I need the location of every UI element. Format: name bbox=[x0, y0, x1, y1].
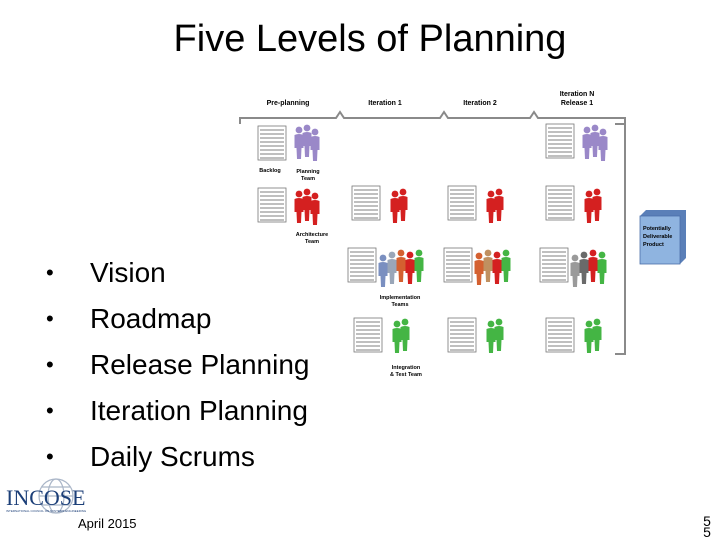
bullet-item: •Roadmap bbox=[46, 303, 212, 334]
bullet-text: Iteration Planning bbox=[90, 395, 308, 426]
column-iteration-n: Iteration N bbox=[560, 91, 595, 98]
implementation-teams-1-icon bbox=[378, 249, 424, 287]
planning-levels-diagram: Pre-planning Iteration 1 Iteration 2 Ite… bbox=[239, 91, 686, 378]
integration-team-2-icon bbox=[486, 318, 504, 353]
label-architecture-team-2: Team bbox=[305, 239, 319, 245]
timeline-bracket bbox=[239, 110, 626, 124]
column-iteration-2: Iteration 2 bbox=[463, 100, 497, 107]
backlog-stack-n-icon bbox=[545, 123, 575, 159]
integration-stack-2-icon bbox=[447, 317, 477, 353]
bullet-text: Release Planning bbox=[90, 349, 310, 380]
integration-stack-n-icon bbox=[545, 317, 575, 353]
bullet-text: Roadmap bbox=[90, 303, 212, 334]
incose-logo: INCOSE INTERNATIONAL COUNCIL ON SYSTEMS … bbox=[6, 478, 87, 514]
column-iteration-1: Iteration 1 bbox=[368, 100, 402, 107]
product-label-3: Product bbox=[643, 242, 664, 248]
implementation-stack-n-icon bbox=[539, 247, 569, 283]
logo-subtext: INTERNATIONAL COUNCIL ON SYSTEMS ENGINEE… bbox=[6, 509, 87, 513]
implementation-stack-1-icon bbox=[347, 247, 377, 283]
slide-title: Five Levels of Planning bbox=[173, 18, 567, 60]
bullet-item: •Iteration Planning bbox=[46, 395, 308, 426]
page-number-top: 5 bbox=[703, 513, 711, 529]
architecture-stack-2-icon bbox=[447, 185, 477, 221]
product-label-1: Potentially bbox=[643, 226, 672, 232]
bullet-item: •Vision bbox=[46, 257, 166, 288]
implementation-teams-n-icon bbox=[570, 249, 607, 287]
deliverable-product-box bbox=[639, 210, 686, 265]
label-integration-team-1: Integration bbox=[392, 365, 421, 371]
architecture-stack-icon bbox=[257, 187, 287, 223]
planning-levels-list: •Vision •Roadmap •Release Planning •Iter… bbox=[46, 250, 310, 480]
page-number-bottom: 5 bbox=[703, 524, 711, 540]
label-backlog: Backlog bbox=[259, 168, 280, 174]
label-planning-team-2: Team bbox=[301, 176, 315, 182]
architecture-team-1-icon bbox=[390, 188, 408, 223]
bullet-item: •Release Planning bbox=[46, 349, 310, 380]
planning-team-n-icon bbox=[582, 124, 608, 161]
label-implementation-teams-1: Implementation bbox=[380, 295, 421, 301]
architecture-team-icon bbox=[294, 188, 320, 225]
label-architecture-team-1: Architecture bbox=[296, 232, 328, 238]
implementation-stack-2-icon bbox=[443, 247, 473, 283]
label-planning-team-1: Planning bbox=[296, 169, 319, 175]
column-release-1: Release 1 bbox=[561, 100, 593, 107]
architecture-team-2-icon bbox=[486, 188, 504, 223]
logo-text: INCOSE bbox=[6, 485, 85, 510]
bullet-text: Daily Scrums bbox=[90, 441, 255, 472]
integration-team-n-icon bbox=[584, 318, 602, 353]
backlog-stack-icon bbox=[257, 125, 287, 161]
architecture-stack-1-icon bbox=[351, 185, 381, 221]
globe-icon bbox=[38, 478, 74, 514]
release-bracket bbox=[615, 123, 626, 355]
bullet-text: Vision bbox=[90, 257, 166, 288]
implementation-teams-2-icon bbox=[474, 249, 511, 285]
label-implementation-teams-2: Teams bbox=[391, 302, 408, 308]
architecture-team-n-icon bbox=[584, 188, 602, 223]
bullet-item: •Daily Scrums bbox=[46, 441, 255, 472]
architecture-stack-n-icon bbox=[545, 185, 575, 221]
integration-stack-1-icon bbox=[353, 317, 383, 353]
column-preplanning: Pre-planning bbox=[267, 100, 310, 107]
integration-team-1-icon bbox=[392, 318, 410, 353]
product-label-2: Deliverable bbox=[643, 234, 672, 240]
footer-date: April 2015 bbox=[78, 516, 137, 531]
label-integration-team-2: & Test Team bbox=[390, 372, 422, 378]
planning-team-icon bbox=[294, 124, 320, 161]
